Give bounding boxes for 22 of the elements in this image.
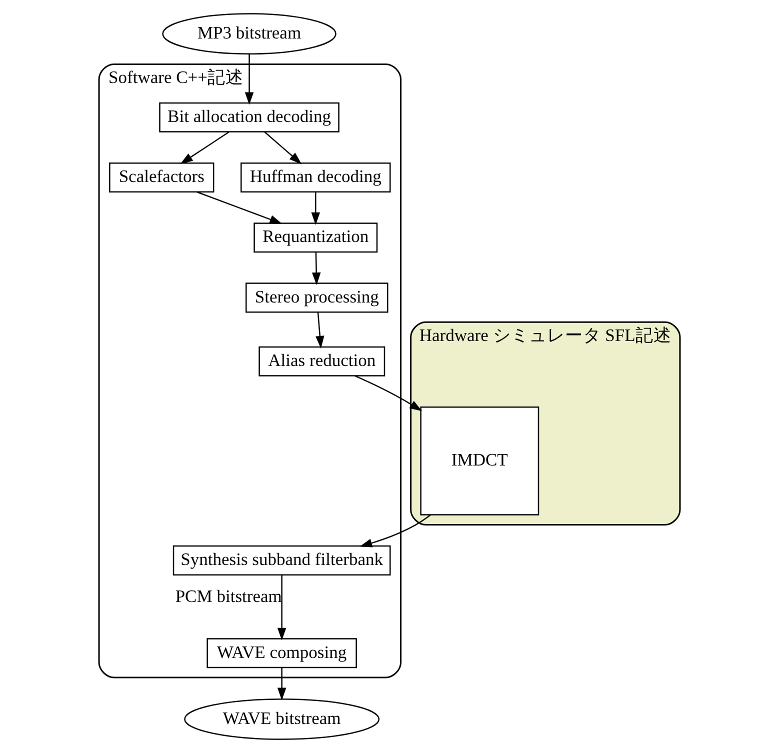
arrow [354, 375, 422, 412]
node-ellipse: MP3 bitstream [162, 13, 336, 55]
node-box: Huffman decoding [240, 162, 390, 193]
node-box: Alias reduction [258, 346, 385, 376]
node-box: Scalefactors [108, 162, 214, 193]
node-box: WAVE composing [206, 638, 356, 668]
node-box: Stereo processing [245, 282, 388, 313]
arrow [276, 668, 286, 700]
arrow [310, 192, 320, 225]
arrow [196, 191, 282, 224]
arrow [359, 514, 430, 548]
node-box: IMDCT [420, 406, 539, 516]
arrow [315, 312, 324, 348]
arrow [276, 575, 286, 640]
node-box: Bit allocation decoding [158, 102, 339, 132]
arrow [311, 252, 320, 286]
arrow [244, 54, 254, 105]
node-box: Synthesis subband filterbank [172, 545, 390, 576]
node-box: Requantization [253, 222, 378, 253]
node-ellipse: WAVE bitstream [184, 698, 380, 740]
arrow [264, 132, 302, 164]
arrow [180, 132, 229, 164]
